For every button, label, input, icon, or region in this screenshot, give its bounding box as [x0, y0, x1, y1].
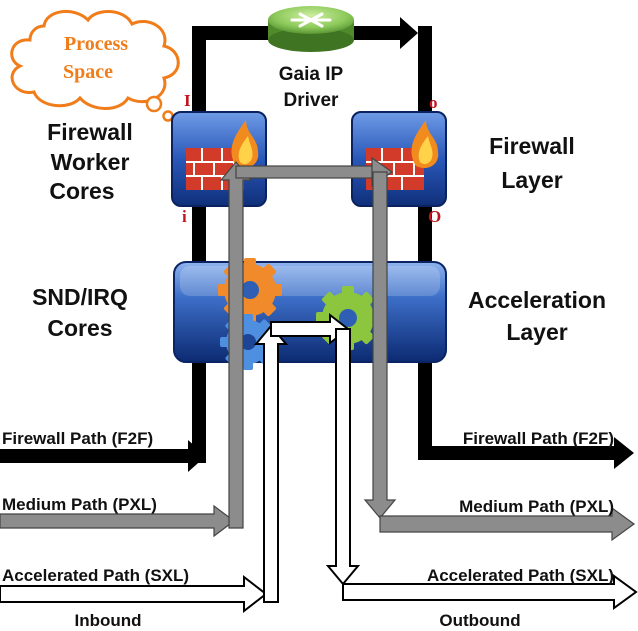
outbound-upper-mark: o: [429, 93, 438, 112]
outbound-sxl-label: Accelerated Path (SXL): [427, 566, 614, 585]
outbound-pxl-label: Medium Path (PXL): [459, 497, 614, 516]
acceleration-layer-icon: [173, 258, 447, 370]
inbound-lower-mark: i: [182, 207, 187, 226]
worker-label-line1: Firewall: [47, 119, 133, 145]
outbound-lower-mark: O: [428, 207, 441, 226]
outbound-f2f-label: Firewall Path (F2F): [463, 429, 614, 448]
process-space-cloud: Process Space: [10, 9, 180, 122]
accel-label-line1: Acceleration: [468, 287, 606, 313]
snd-label-line1: SND/IRQ: [32, 284, 128, 310]
firewall-layer-icon: [351, 111, 447, 207]
inbound-f2f-label: Firewall Path (F2F): [2, 429, 153, 448]
router-icon: [268, 6, 354, 52]
fwlayer-label-line2: Layer: [501, 167, 562, 193]
driver-label-line1: Gaia IP: [279, 64, 344, 85]
medium-path-pxl: [0, 156, 636, 542]
inbound-pxl-label: Medium Path (PXL): [2, 495, 157, 514]
cloud-label-line2: Space: [63, 61, 113, 83]
snd-label-line2: Cores: [47, 315, 112, 341]
cloud-label-line1: Process: [64, 33, 128, 55]
inbound-upper-mark: I: [184, 91, 191, 110]
worker-label-line2: Worker: [51, 149, 130, 175]
driver-label-line2: Driver: [284, 90, 340, 111]
accel-label-line2: Layer: [506, 319, 567, 345]
inbound-sxl-label: Accelerated Path (SXL): [2, 566, 189, 585]
accelerated-path-sxl: [0, 312, 638, 614]
outbound-label: Outbound: [439, 611, 520, 630]
worker-label-line3: Cores: [49, 178, 114, 204]
inbound-label: Inbound: [74, 611, 141, 630]
fwlayer-label-line1: Firewall: [489, 133, 575, 159]
firewall-worker-icon: [171, 111, 267, 207]
